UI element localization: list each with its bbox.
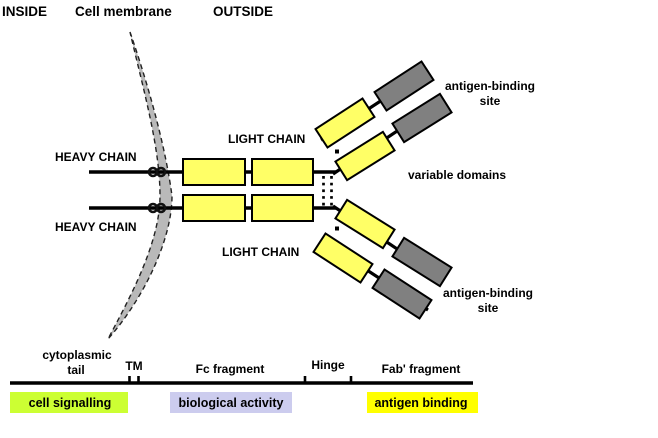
disulfide-dot-top (335, 149, 339, 154)
light-chain-constant-domain-box (312, 232, 374, 284)
light-chain-constant-domain-box (314, 97, 376, 149)
light-chain-variable-domain-box (371, 268, 433, 320)
antigen-binding-site-bottom-line2: site (478, 301, 499, 315)
disulfide-dot-bottom (335, 226, 339, 231)
tm-label: TM (125, 359, 142, 373)
light-chain-label-bottom: LIGHT CHAIN (222, 245, 299, 259)
cytoplasmic-tail-label-line2: tail (67, 363, 84, 377)
cytoplasmic-tail-label-line1: cytoplasmic (42, 348, 112, 362)
fab-fragment-label: Fab' fragment (382, 362, 461, 376)
heavy-constant-domain-box (251, 158, 314, 186)
biological-activity-box (170, 392, 292, 413)
antigen-binding-site-bottom-line1: antigen-binding (443, 286, 533, 300)
transmembrane-coil-bottom (147, 202, 167, 214)
heavy-constant-domain-box (182, 158, 246, 186)
biological-activity-label: biological activity (179, 396, 284, 410)
heavy-chain-constant-domain-box (334, 198, 396, 250)
hinge-label: Hinge (311, 358, 345, 372)
heavy-constant-domain-box (182, 194, 246, 222)
cell-membrane-band (107, 31, 173, 340)
heavy-chain-label-bottom: HEAVY CHAIN (55, 220, 137, 234)
variable-domains-label: variable domains (408, 168, 506, 182)
cell-signalling-box (10, 392, 128, 413)
cell-signalling-label: cell signalling (29, 396, 112, 410)
transmembrane-coil-top (147, 166, 167, 178)
fc-fragment-label: Fc fragment (196, 362, 265, 376)
heavy-chain-variable-domain-box (391, 236, 453, 288)
heavy-chain-constant-domain-box (334, 130, 396, 182)
inside-label: INSIDE (2, 4, 47, 19)
antigen-binding-label: antigen binding (374, 396, 467, 410)
light-chain-label-top: LIGHT CHAIN (228, 132, 305, 146)
light-chain-variable-domain-box (373, 60, 435, 112)
outside-label: OUTSIDE (213, 4, 273, 19)
cell-membrane-label: Cell membrane (75, 4, 172, 19)
heavy-chain-label-top: HEAVY CHAIN (55, 150, 137, 164)
antigen-binding-box (367, 392, 478, 413)
antigen-binding-site-top-line1: antigen-binding (445, 79, 535, 93)
heavy-constant-domain-box (251, 194, 314, 222)
antigen-binding-site-top-line2: site (480, 94, 501, 108)
heavy-chain-variable-domain-box (391, 92, 453, 144)
